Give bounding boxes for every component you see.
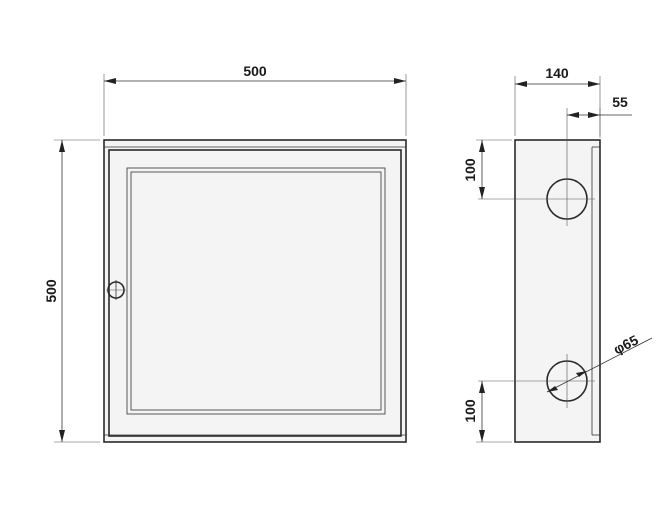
dimension-side-depth: 140 (514, 65, 601, 136)
side-body-outline (514, 139, 601, 443)
hole-offset-label: 55 (612, 94, 628, 110)
window-outer-frame (126, 167, 386, 415)
dimension-bottom-hole-spacing: 100 (462, 381, 512, 443)
bottom-hole-spacing-label: 100 (462, 399, 478, 423)
side-depth-label: 140 (545, 65, 569, 81)
bottom-cable-hole (478, 354, 595, 408)
top-hole-spacing-label: 100 (462, 158, 478, 182)
front-height-label: 500 (43, 279, 59, 303)
cabinet-outline (103, 139, 407, 443)
dimension-hole-offset: 55 (567, 94, 632, 138)
hole-diameter-label: φ65 (611, 332, 641, 358)
dimension-front-height: 500 (43, 139, 100, 443)
dimension-top-hole-spacing: 100 (462, 139, 512, 199)
dimension-front-width: 500 (103, 63, 407, 136)
door-lock-icon (106, 280, 126, 300)
side-view: 140 55 100 100 (462, 65, 653, 443)
front-width-label: 500 (243, 63, 267, 79)
window-glass (130, 171, 382, 411)
front-view: 500 500 (43, 63, 407, 443)
top-cable-hole (478, 108, 595, 226)
